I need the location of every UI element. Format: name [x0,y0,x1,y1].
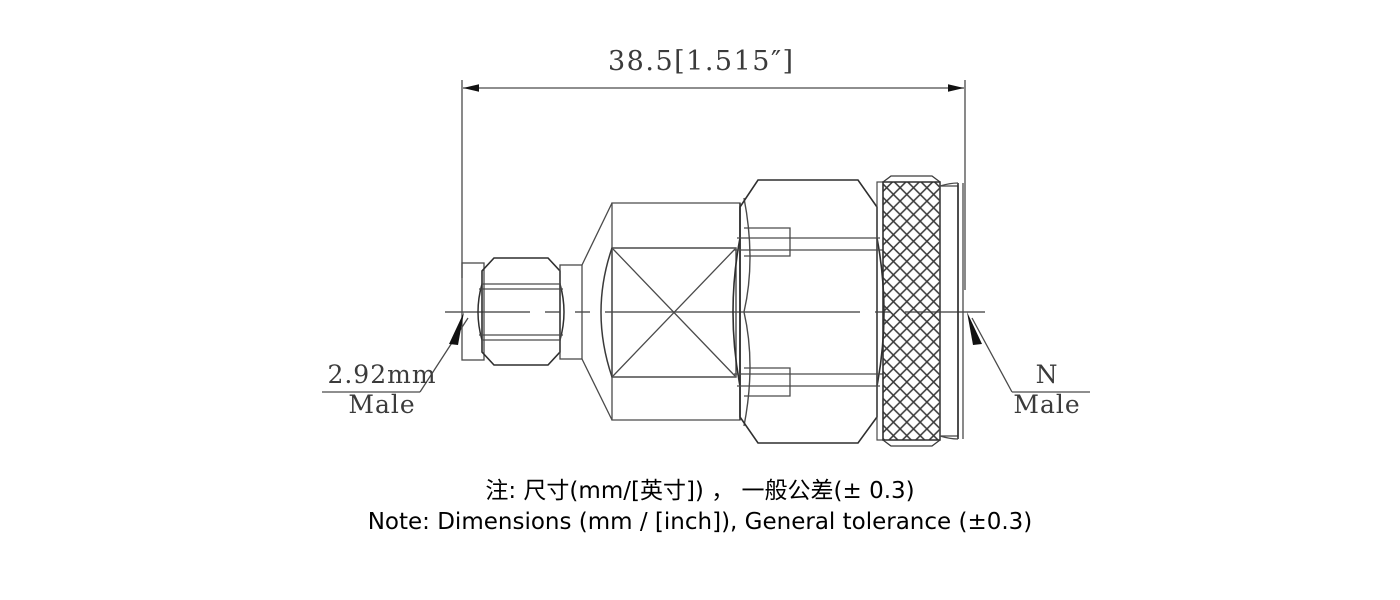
right-callout-leader [967,312,1090,393]
left-pin-shaft [461,262,485,361]
body-diagonal-2 [612,248,736,377]
right-n-male-end-ring [939,182,964,440]
callout-right-connector: N Male [1012,360,1082,420]
left-collar [559,264,583,360]
right-hex-nut [732,179,885,444]
callout-right-gender: Male [1013,390,1081,420]
callout-left-connector-type: 2.92mm [327,360,437,389]
knurled-coupling-nut [876,175,941,447]
callout-left-gender: Male [348,390,416,420]
left-taper-flare [581,202,613,421]
end-ring-body [939,185,959,437]
note-line-chinese: 注: 尺寸(mm/[英寸]) ， 一般公差(± 0.3) [485,478,915,504]
right-leader-arrowhead [967,312,982,345]
callout-right-connector-type: N [1035,360,1059,389]
overall-length-dimension-label: 38.5[1.515″] [608,46,795,77]
callout-left-connector: 2.92mm Male [322,360,442,420]
knurl-outer-left [876,181,884,441]
drawing-notes: 注: 尺寸(mm/[英寸]) ， 一般公差(± 0.3) Note: Dimen… [0,476,1400,538]
left-292mm-male-end [461,202,613,421]
note-line-english: Note: Dimensions (mm / [inch]), General … [367,509,1033,535]
knurl-pattern-area [882,181,941,441]
dimension-line-group [461,80,966,290]
left-hex-nut [477,257,565,366]
left-callout-leader [322,312,469,393]
right-leader-diagonal [971,317,1013,393]
left-leader-arrowhead [449,312,464,345]
